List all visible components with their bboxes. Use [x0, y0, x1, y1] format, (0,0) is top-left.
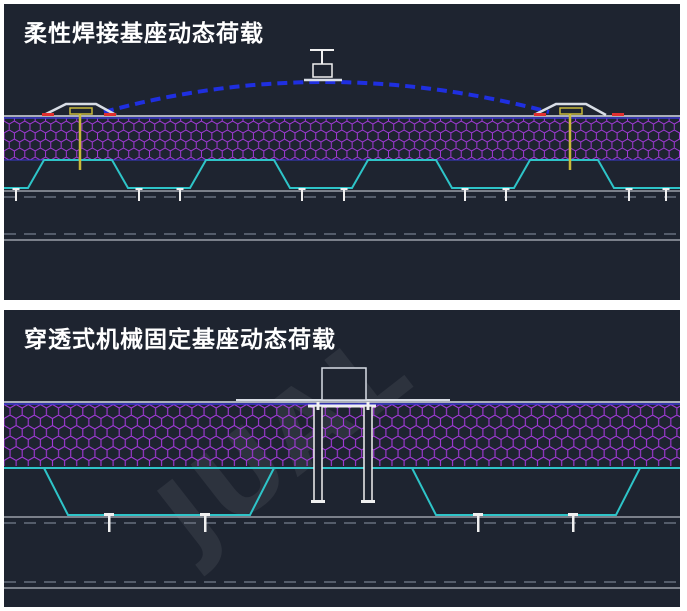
left-base-plate	[69, 107, 93, 115]
dynamic-load-curve	[103, 80, 550, 114]
deck-fastener-head	[502, 188, 510, 190]
deck-fastener	[138, 189, 140, 201]
deck-fastener-head	[135, 188, 143, 190]
deck-fastener	[628, 189, 630, 201]
insulation-layer	[4, 118, 680, 160]
deck-fastener-head	[625, 188, 633, 190]
steel-deck-profile-right	[411, 467, 641, 516]
panel-title-penetrating-mechanical-base: 穿透式机械固定基座动态荷载	[24, 327, 336, 353]
deck-fastener	[505, 189, 507, 201]
deck-fastener	[572, 515, 575, 532]
deck-fastener	[108, 515, 111, 532]
equipment-unit	[304, 49, 342, 82]
flexible-welded-base-diagram	[4, 49, 680, 241]
deck-fastener-head	[200, 513, 210, 516]
deck-fastener-head	[12, 188, 20, 190]
deck-fasteners	[104, 513, 578, 532]
deck-fastener	[665, 189, 667, 201]
right-base-cap	[533, 102, 607, 117]
deck-fastener	[179, 189, 181, 201]
deck-fastener-head	[662, 188, 670, 190]
right-seam-marker	[612, 113, 624, 116]
base-leg-right	[363, 405, 373, 503]
panel-title-flexible-welded-base: 柔性焊接基座动态荷载	[24, 21, 264, 47]
deck-fastener-head	[104, 513, 114, 516]
flexible-welded-base-panel: 柔性焊接基座动态荷载	[4, 4, 680, 300]
equipment-body	[321, 367, 367, 401]
deck-fastener-head	[340, 188, 348, 190]
penetrating-mechanical-base-diagram	[4, 367, 680, 589]
deck-fastener	[204, 515, 207, 532]
equipment-body	[312, 63, 333, 78]
right-base-plate	[559, 107, 583, 115]
right-welded-base	[533, 102, 624, 170]
penetrating-mechanical-base-panel: JUAL	[4, 310, 680, 607]
left-base-cap	[43, 102, 117, 117]
base-foot-left	[311, 500, 325, 503]
steel-deck-profile	[4, 159, 680, 189]
deck-fastener	[477, 515, 480, 532]
deck-fastener-head	[473, 513, 483, 516]
deck-fasteners	[12, 188, 670, 201]
base-leg-left	[313, 405, 323, 503]
steel-deck-profile	[43, 467, 275, 516]
deck-fastener	[464, 189, 466, 201]
deck-fastener	[301, 189, 303, 201]
insulation-layer	[4, 404, 680, 466]
deck-fastener	[15, 189, 17, 201]
left-seam-marker	[42, 113, 54, 116]
mechanical-base	[236, 367, 450, 503]
deck-fastener-head	[298, 188, 306, 190]
deck-fastener-head	[461, 188, 469, 190]
deck-fastener-head	[568, 513, 578, 516]
left-seam-marker	[534, 113, 546, 116]
left-welded-base	[42, 102, 117, 170]
deck-fastener	[343, 189, 345, 201]
base-foot-right	[361, 500, 375, 503]
right-seam-marker	[104, 113, 116, 116]
deck-fastener-head	[176, 188, 184, 190]
